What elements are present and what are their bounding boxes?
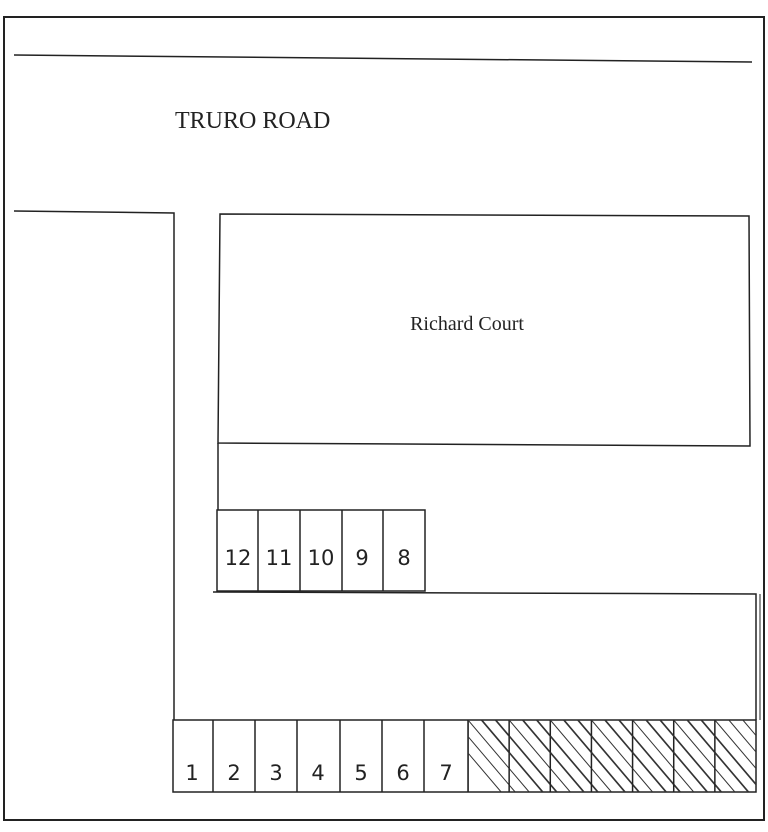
hatch-line	[535, 720, 598, 792]
bay-number-3: 3	[269, 761, 282, 785]
hatch-line	[701, 720, 756, 785]
upper-parking-bays: 12 11 10 9 8	[216, 509, 426, 592]
hatch-line	[563, 720, 626, 792]
left-plot-boundary	[13, 210, 175, 720]
hatch-line	[521, 720, 584, 792]
hatch-line	[728, 720, 756, 753]
bay-number-2: 2	[227, 761, 240, 785]
hatch-line	[577, 720, 639, 792]
inner-lane-boundary	[212, 591, 757, 720]
hatch-line	[480, 720, 543, 792]
hatch-line	[686, 720, 749, 792]
hatch-line	[522, 720, 585, 792]
hatch-line	[494, 720, 557, 792]
hatch-line	[591, 720, 653, 792]
hatch-line	[495, 720, 558, 792]
building-label: Richard Court	[410, 313, 524, 335]
hatch-line	[632, 720, 695, 792]
bay-number-7: 7	[439, 761, 452, 785]
road-label: TRURO ROAD	[175, 108, 330, 134]
outer-border	[3, 16, 765, 821]
hatch-line	[549, 720, 612, 792]
hatch-line	[646, 720, 709, 792]
hatch-line	[645, 720, 708, 792]
hatch-line	[714, 720, 756, 770]
hatch-line	[659, 720, 722, 792]
hatch-line	[605, 720, 667, 792]
bay-number-10: 10	[308, 546, 335, 570]
hatch-line	[742, 720, 756, 737]
hatch-line	[673, 720, 736, 792]
upper-bays-outline	[216, 509, 426, 592]
hatch-line	[604, 720, 667, 792]
hatch-line	[468, 735, 516, 792]
bay-number-9: 9	[355, 546, 368, 570]
lower-bays-outline	[172, 719, 757, 793]
hatch-line	[508, 720, 571, 792]
bay-number-6: 6	[396, 761, 409, 785]
hatch-line	[536, 720, 599, 792]
hatch-line	[618, 720, 681, 792]
hatch-line	[468, 720, 530, 792]
bay-number-11: 11	[266, 546, 293, 570]
road-edge-line	[13, 54, 753, 63]
lower-parking-bays: 1 2 3 4 5 6 7	[172, 719, 757, 793]
bay-number-5: 5	[354, 761, 367, 785]
hatch-line	[619, 720, 681, 792]
hatch-line	[481, 720, 544, 792]
bay-number-4: 4	[311, 761, 324, 785]
bay-number-1: 1	[185, 761, 198, 785]
richard-court-building	[217, 213, 751, 447]
hatch-line	[687, 720, 750, 792]
hatch-line	[563, 720, 625, 792]
hatch-line	[700, 720, 756, 786]
bay-number-8: 8	[397, 546, 410, 570]
hatch-line	[577, 720, 640, 792]
bay-number-12: 12	[225, 546, 252, 570]
hatch-line	[468, 752, 502, 792]
hatched-area	[468, 720, 756, 792]
hatch-line	[660, 720, 723, 792]
